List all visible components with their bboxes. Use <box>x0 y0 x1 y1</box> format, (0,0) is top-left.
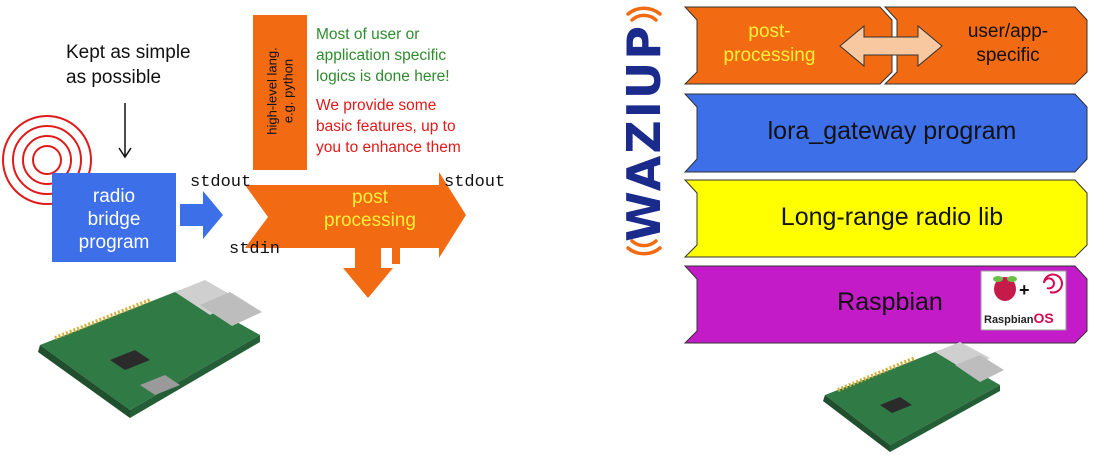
raspberry-pi-board-left <box>38 280 262 418</box>
red-line-3: you to enhance them <box>316 139 461 156</box>
hl-lang-line2: e.g. python <box>280 58 296 124</box>
green-line-3: logics is done here! <box>316 68 450 85</box>
down-arrow <box>118 103 132 159</box>
radio-waves-icon <box>2 115 92 205</box>
double-arrow <box>839 24 943 68</box>
red-note: We provide some basic features, up to yo… <box>316 95 461 158</box>
red-line-1: We provide some <box>316 97 437 114</box>
simple-note-line2: as possible <box>66 67 162 88</box>
radio-line: radio <box>92 186 136 207</box>
post-down-arrow <box>343 248 393 298</box>
high-level-lang-box <box>253 15 307 170</box>
processing-line-right: processing <box>723 45 816 66</box>
top-right-label: user/app- specific <box>943 20 1073 68</box>
green-line-2: application specific <box>316 47 447 64</box>
stdout-label-1: stdout <box>190 173 252 192</box>
os-logo-text: RaspbianOS <box>984 310 1054 326</box>
user-app-line: user/app- <box>967 21 1049 42</box>
layer-gateway <box>683 93 1088 173</box>
simple-note-line1: Kept as simple <box>66 42 191 63</box>
post-line: post <box>352 187 388 208</box>
post-processing-label: post processing <box>300 186 440 232</box>
radio-bridge-label: radio bridge program <box>52 185 176 254</box>
os-logo-raspbian: Raspbian <box>984 314 1034 326</box>
raspberry-icon <box>993 276 1017 301</box>
waziup-logo-waves <box>626 6 662 256</box>
red-line-2: basic features, up to <box>316 118 456 135</box>
post-dash-line: post- <box>748 21 791 42</box>
os-logo-os: OS <box>1033 310 1054 326</box>
post-processing-shape <box>245 172 466 264</box>
green-note: Most of user or application specific log… <box>316 24 450 87</box>
radio-lib-layer-label: Long-range radio lib <box>780 203 1004 231</box>
processing-line: processing <box>324 210 416 231</box>
raspberry-pi-board-right <box>823 342 1004 452</box>
gateway-layer-label: lora_gateway program <box>767 117 1017 145</box>
blue-arrow <box>180 191 223 239</box>
stdin-label: stdin <box>229 240 281 259</box>
hl-lang-line1: high-level lang. <box>264 47 280 135</box>
radio-bridge-box <box>52 173 176 262</box>
debian-swirl-icon <box>1043 273 1063 294</box>
layer-radio-lib <box>683 179 1088 258</box>
waziup-logo-text: WAZIUP <box>617 24 671 242</box>
layer-post-processing <box>683 6 893 85</box>
os-logo-plus: + <box>1019 280 1030 300</box>
bridge-line: bridge <box>87 209 141 230</box>
program-line: program <box>78 232 150 253</box>
raspbian-layer-label: Raspbian <box>837 288 943 316</box>
top-left-label: post- processing <box>707 20 832 68</box>
specific-line: specific <box>976 45 1040 66</box>
green-line-1: Most of user or <box>316 26 420 43</box>
stdout-label-2: stdout <box>444 173 506 192</box>
